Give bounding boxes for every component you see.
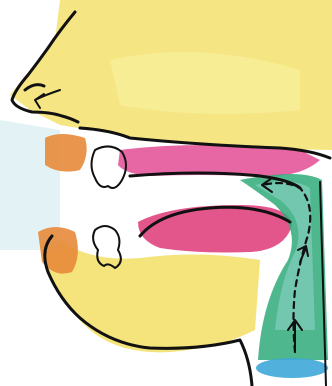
larynx [256,358,328,378]
upper-lip [45,134,87,172]
